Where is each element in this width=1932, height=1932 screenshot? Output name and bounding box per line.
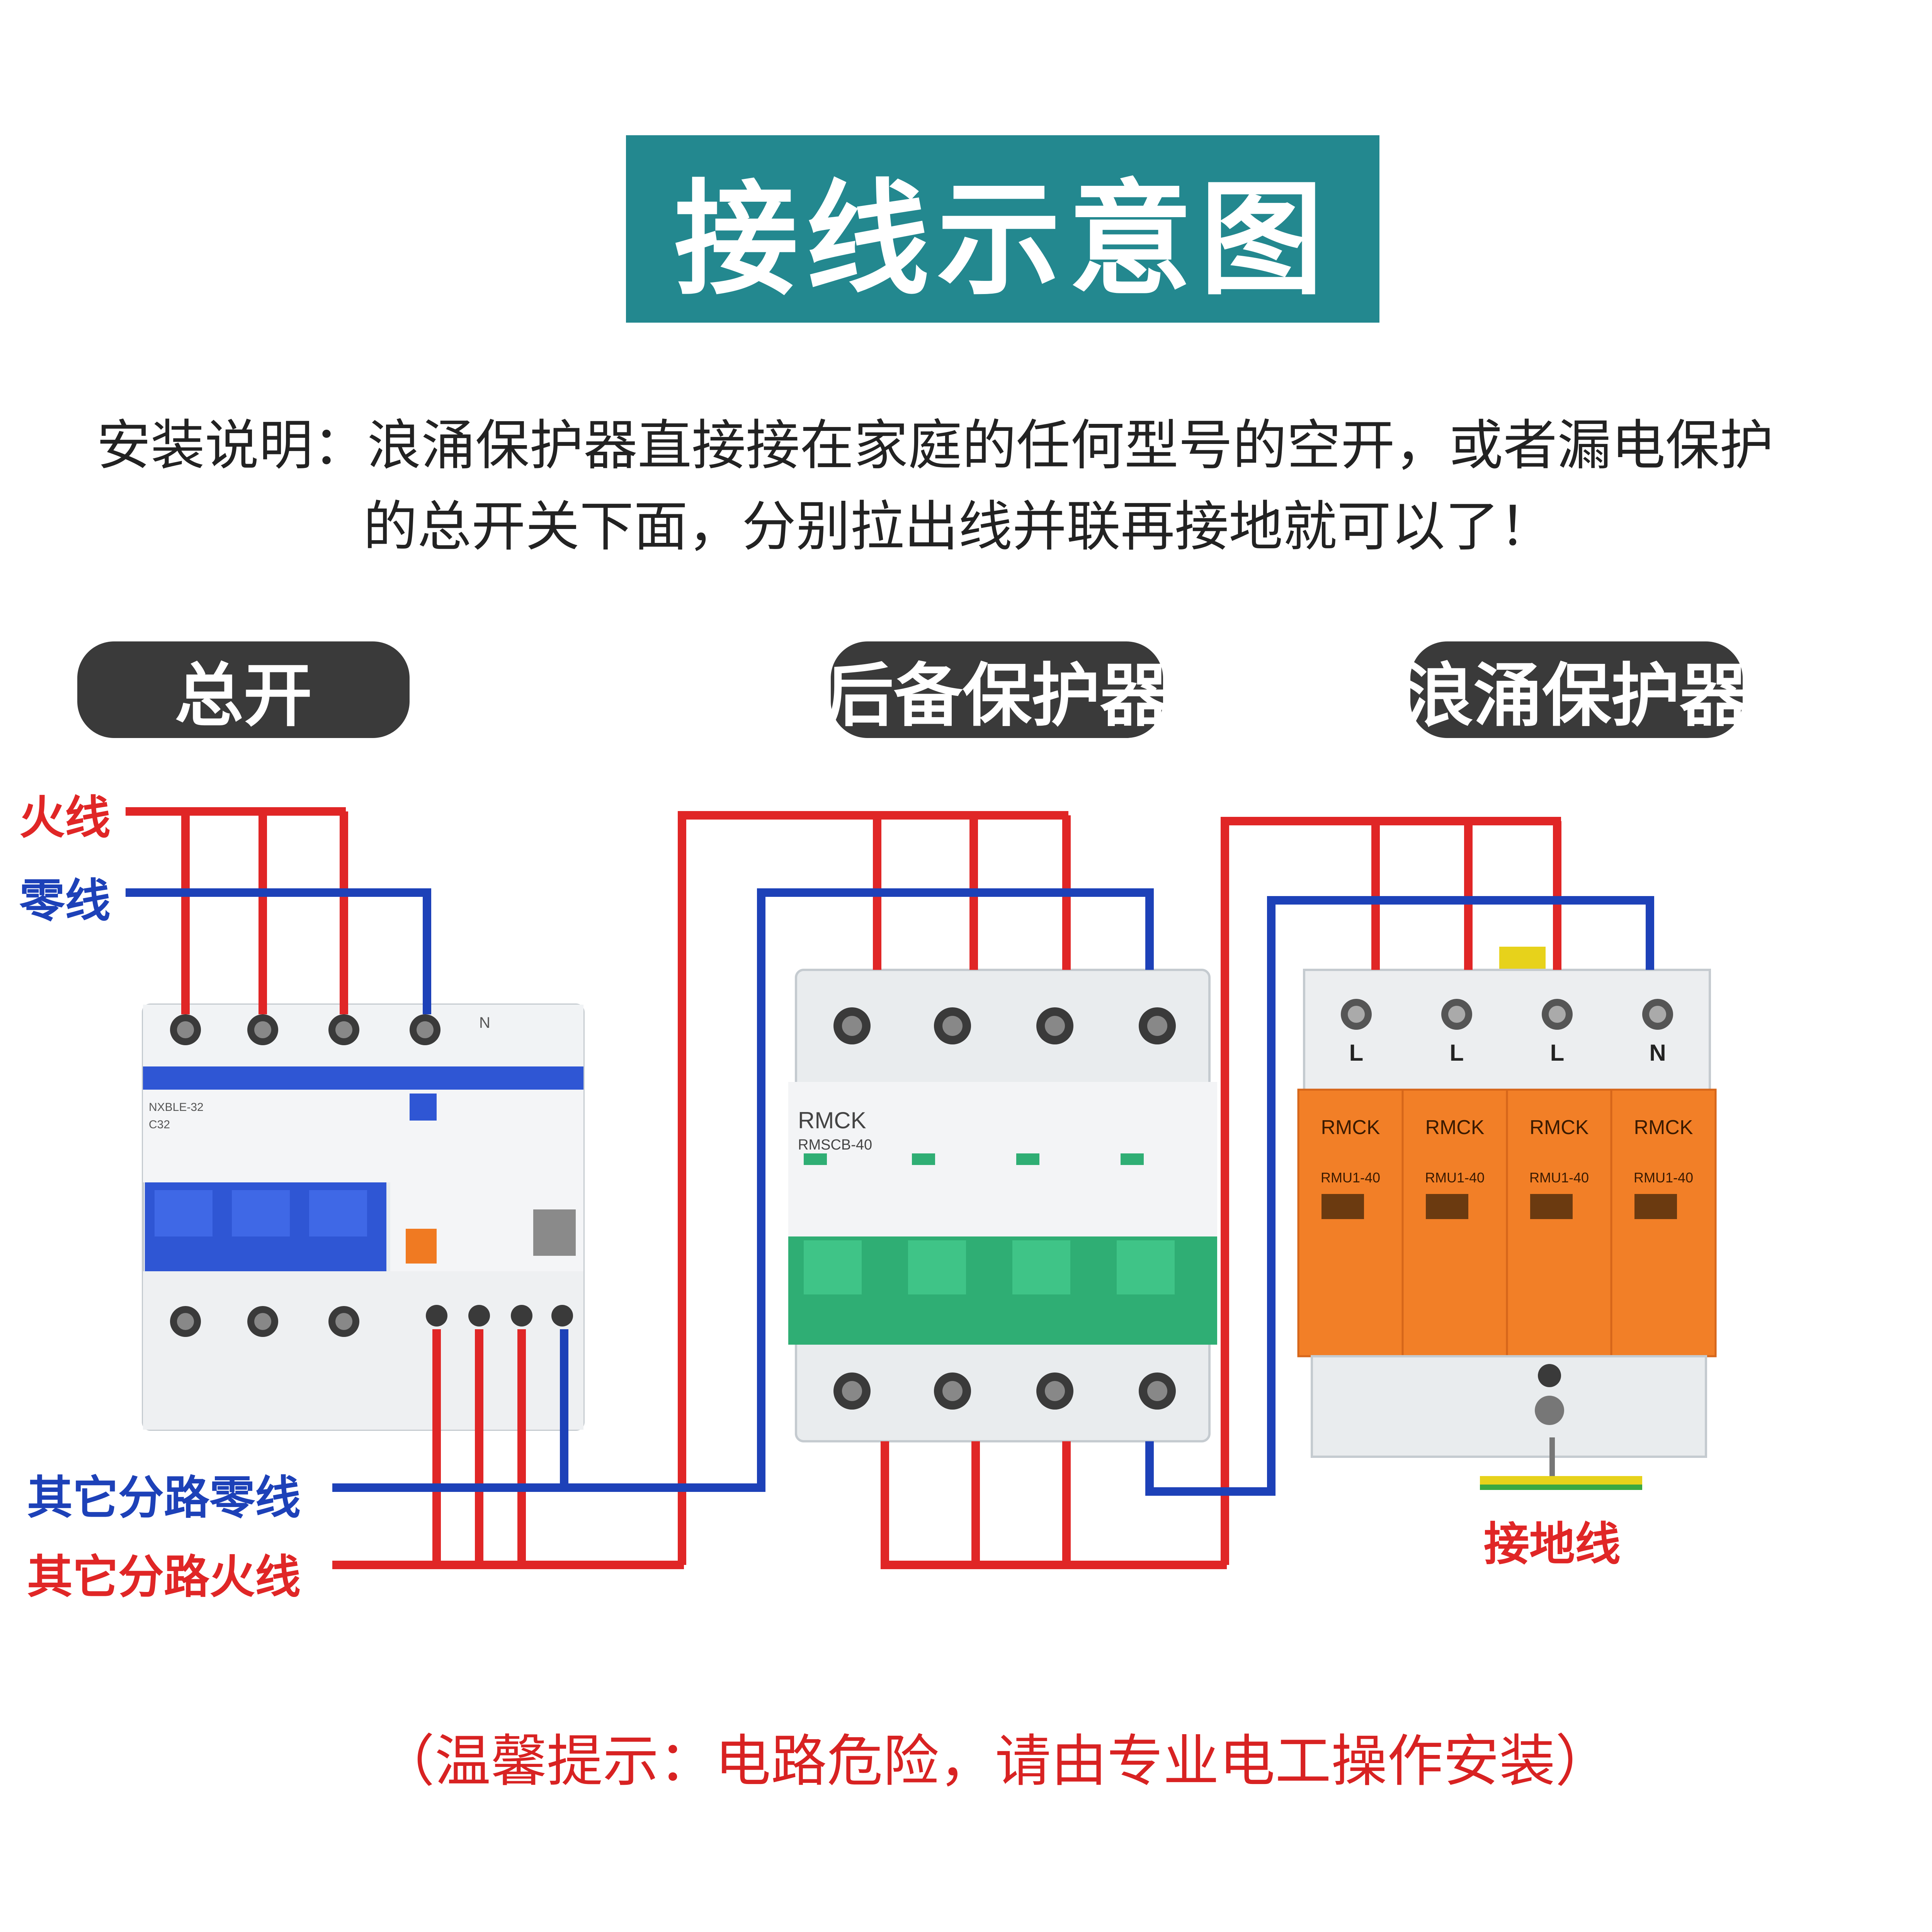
main-switch-top-screws <box>170 1014 440 1045</box>
surge-brand: RMCK <box>1321 1116 1380 1139</box>
surge-brand: RMCK <box>1634 1116 1693 1139</box>
surge-model: RMU1-40 <box>1634 1170 1693 1185</box>
backup-top-screws <box>833 1007 1176 1044</box>
surge-terminal-label: L <box>1349 1040 1364 1066</box>
surge-brand: RMCK <box>1529 1116 1588 1139</box>
main-switch-n-label: N <box>479 1014 490 1031</box>
backup-model: RMSCB-40 <box>798 1137 872 1153</box>
backup-brand: RMCK <box>798 1107 866 1133</box>
surge-model: RMU1-40 <box>1529 1170 1589 1185</box>
main-switch-rating: C32 <box>149 1118 170 1131</box>
live-wire-label: 火线 <box>19 791 111 844</box>
other-live-label: 其它分路火线 <box>27 1550 301 1604</box>
surge-module-texts: RMCK RMCK RMCK RMCK RMU1-40 RMU1-40 RMU1… <box>1321 1116 1693 1185</box>
neutral-wire-label: 零线 <box>19 874 111 927</box>
section-label-main-switch: 总开 <box>77 641 410 738</box>
backup-bottom-screws <box>833 1372 1176 1410</box>
surge-model: RMU1-40 <box>1425 1170 1485 1185</box>
live-wires <box>126 807 1561 1569</box>
surge-protector-device <box>1297 947 1717 1458</box>
page-title: 接线示意图 <box>674 168 1331 312</box>
neutral-wires <box>126 888 1654 1496</box>
surge-top-screws <box>1341 999 1673 1030</box>
other-neutral-label: 其它分路零线 <box>27 1471 301 1524</box>
surge-terminal-labels: L L L N <box>1349 1040 1666 1066</box>
safety-tip: （温馨提示：电路危险，请由专业电工操作安装） <box>379 1729 1611 1794</box>
surge-terminal-label: L <box>1450 1040 1464 1066</box>
main-switch-model: NXBLE-32 <box>149 1101 204 1114</box>
title-banner: 接线示意图 <box>626 135 1379 323</box>
surge-model: RMU1-40 <box>1321 1170 1380 1185</box>
surge-brand: RMCK <box>1425 1116 1484 1139</box>
surge-terminal-label: N <box>1649 1040 1666 1066</box>
ground-wire <box>1480 1437 1642 1490</box>
surge-terminal-label: L <box>1550 1040 1565 1066</box>
section-label-backup-protector: 后备保护器 <box>825 641 1169 738</box>
backup-protector-device: RMCK RMSCB-40 <box>788 969 1217 1442</box>
ground-wire-label: 接地线 <box>1484 1517 1621 1571</box>
main-switch-bottom-screws <box>170 1305 573 1337</box>
instruction-line-2: 的总开关下面，分别拉出线并联再接地就可以了！ <box>363 495 1554 558</box>
section-label-surge-protector: 浪涌保护器 <box>1405 641 1748 738</box>
instruction-line-1: 安装说明：浪涌保护器直接接在家庭的任何型号的空开，或者漏电保护 <box>97 414 1774 477</box>
